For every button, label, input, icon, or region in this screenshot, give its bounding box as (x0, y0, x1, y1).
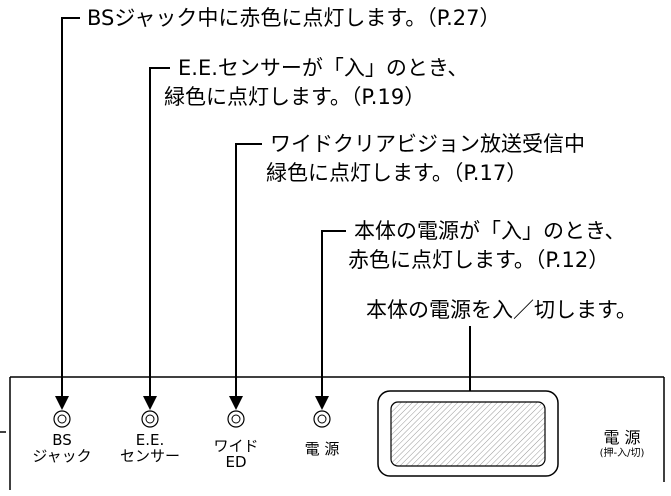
bs-callout-line-1: BSジャック中に赤色に点灯します。（P.27） (87, 6, 501, 30)
ee-callout-line-1: E.E.センサーが「入」のとき、 (178, 56, 469, 80)
ee-panel-label-line-2: センサー (119, 447, 180, 465)
power-led-panel-label: 電 源 (287, 441, 357, 457)
bs-led (53, 410, 71, 428)
power-button-callout-line-1: 本体の電源を入／切します。 (366, 298, 637, 322)
ee-panel-label-line-1: E.E. (135, 431, 165, 449)
bs-panel-label-line-1: BS (52, 431, 72, 449)
power-led-callout: 本体の電源が「入」のとき、 赤色に点灯します。（P.12） (348, 217, 626, 275)
power-button-panel-label: 電 源 (押-入/切) (582, 428, 662, 460)
bs-panel-label: BS ジャック (22, 432, 102, 464)
power-button-panel-label-line-2: (押-入/切) (599, 448, 645, 459)
power-button[interactable] (377, 390, 559, 477)
wide-callout-line-1: ワイドクリアビジョン放送受信中 (270, 132, 585, 156)
wide-callout: ワイドクリアビジョン放送受信中 緑色に点灯します。（P.17） (266, 130, 585, 188)
ee-led (141, 410, 159, 428)
front-panel-outline (0, 376, 665, 490)
power-led-callout-line-1: 本体の電源が「入」のとき、 (354, 219, 626, 243)
power-button-panel-label-line-1: 電 源 (603, 428, 641, 447)
wide-led (227, 410, 245, 428)
wide-panel-label-line-2: ED (225, 453, 247, 471)
bs-callout: BSジャック中に赤色に点灯します。（P.27） (87, 4, 501, 33)
ee-panel-label: E.E. センサー (110, 432, 190, 464)
wide-callout-line-2: 緑色に点灯します。（P.17） (266, 161, 528, 185)
ee-leader (143, 67, 170, 410)
wide-leader (229, 143, 262, 410)
wide-panel-label-line-1: ワイド (213, 437, 259, 455)
ee-callout-line-2: 緑色に点灯します。（P.19） (164, 85, 426, 109)
ee-callout: E.E.センサーが「入」のとき、 緑色に点灯します。（P.19） (164, 54, 469, 112)
power-led-callout-line-2: 赤色に点灯します。（P.12） (348, 248, 610, 272)
power-led-leader (315, 230, 346, 410)
power-button-callout: 本体の電源を入／切します。 (366, 296, 637, 325)
wide-panel-label: ワイド ED (201, 438, 271, 470)
bs-leader (55, 17, 80, 410)
power-led (313, 410, 331, 428)
bs-panel-label-line-2: ジャック (32, 447, 92, 465)
power-led-panel-label-line-1: 電 源 (304, 440, 340, 458)
